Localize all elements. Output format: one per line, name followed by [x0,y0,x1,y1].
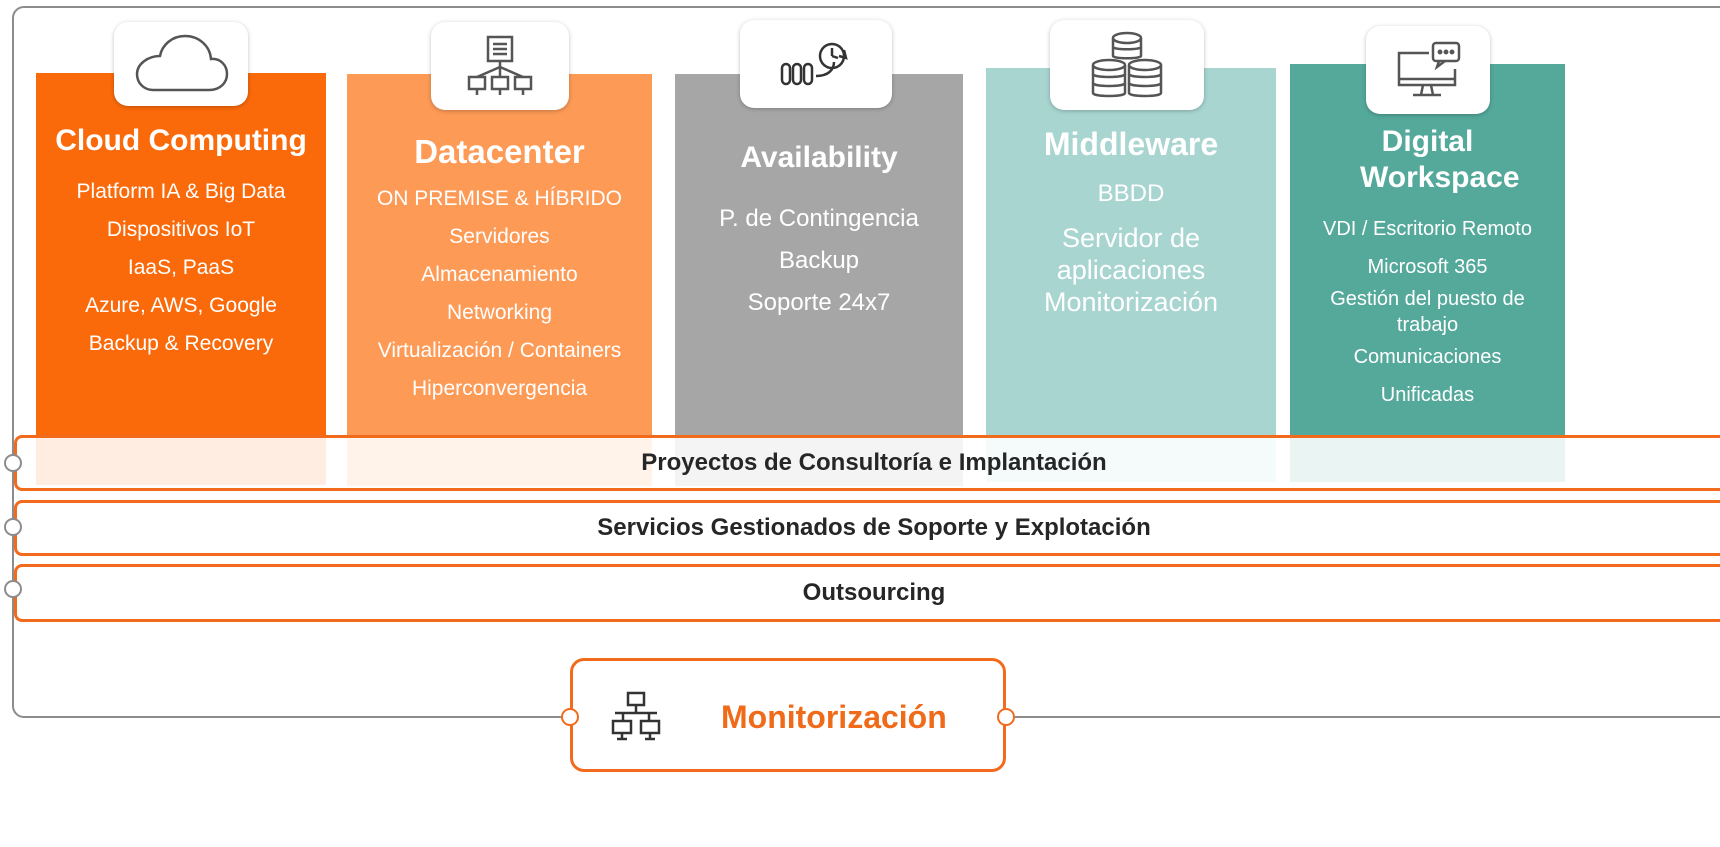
column-item: Backup & Recovery [88,332,274,355]
network-icon [611,691,661,741]
band-connector [4,454,22,472]
column-item: ON PREMISE & HÍBRIDO [376,187,623,210]
column-item: Servidores [449,225,550,248]
cloud-icon [135,34,229,92]
column-middleware: Middleware BBDD Servidor de aplicaciones… [986,68,1276,482]
column-title: Cloud Computing [55,124,307,157]
cloud-icon-card [114,22,248,106]
column-item: Comunicaciones [1353,346,1502,368]
column-item: Microsoft 365 [1367,256,1488,278]
monitorizacion-box: Monitorización [570,658,1006,772]
band-servicios-gestionados: Servicios Gestionados de Soporte y Explo… [14,500,1720,556]
column-item: Soporte 24x7 [747,289,891,316]
monitor-connector-right [997,708,1015,726]
column-item: P. de Contingencia [719,205,919,232]
database-icon-card [1050,20,1204,110]
availability-icon-card [740,20,892,108]
column-availability: Availability P. de Contingencia Backup S… [675,74,963,486]
column-title: Availability [740,141,898,174]
column-item: Backup [778,247,860,274]
database-icon [1091,31,1163,98]
column-item: Unificadas [1380,384,1475,406]
column-item: Networking [446,301,553,324]
band-label: Outsourcing [802,579,946,606]
column-title: Middleware [1043,126,1219,162]
column-item: Dispositivos IoT [106,218,256,241]
column-title: Datacenter [414,133,585,170]
monitor-connector-left [561,708,579,726]
column-item: BBDD [1097,180,1165,207]
column-item: Virtualización / Containers [377,339,622,362]
column-cloud-computing: Cloud Computing Platform IA & Big Data D… [36,73,326,485]
band-consultoria: Proyectos de Consultoría e Implantación [14,435,1720,491]
column-title: Digital Workspace [1360,125,1520,194]
band-label: Proyectos de Consultoría e Implantación [641,449,1107,476]
monitorizacion-label: Monitorización [721,699,947,735]
column-digital-workspace: Digital Workspace VDI / Escritorio Remot… [1290,64,1565,482]
monitor-chat-icon-card [1366,26,1490,114]
column-item: Platform IA & Big Data [76,180,286,203]
column-item: Hiperconvergencia [411,377,588,400]
band-outsourcing: Outsourcing [14,564,1720,622]
band-label: Servicios Gestionados de Soporte y Explo… [597,514,1151,541]
availability-icon [780,42,848,86]
column-item: Azure, AWS, Google [85,294,277,317]
column-datacenter: Datacenter ON PREMISE & HÍBRIDO Servidor… [347,74,652,486]
band-connector [4,518,22,536]
column-item: Almacenamiento [421,263,578,286]
column-item: Monitorización [1043,287,1219,317]
monitor-chat-icon [1397,41,1461,97]
column-item: Gestión del puesto de trabajo [1330,288,1525,336]
server-network-icon [467,35,533,95]
server-network-icon-card [431,22,569,110]
band-connector [4,580,22,598]
column-item: IaaS, PaaS [127,256,235,279]
column-item: VDI / Escritorio Remoto [1323,218,1532,240]
column-item: Servidor de aplicaciones [1056,223,1206,285]
